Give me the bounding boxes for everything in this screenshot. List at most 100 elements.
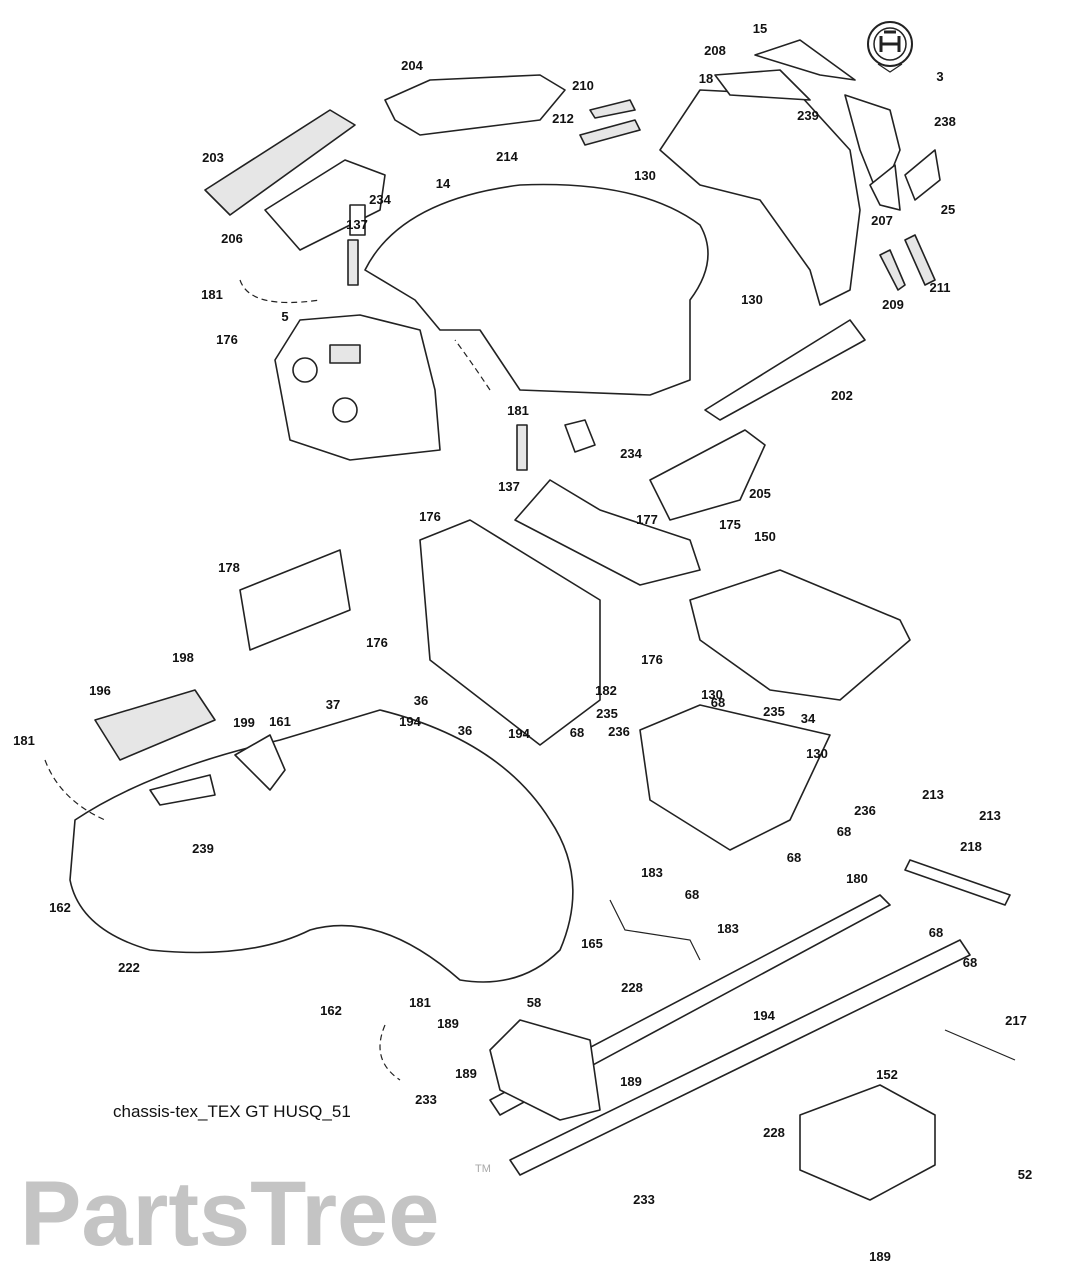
dash-panel-5 (274, 314, 441, 461)
battery-tray-152 (799, 1084, 936, 1201)
grille-210 (589, 99, 636, 119)
dash-knob (292, 357, 318, 383)
front-panel-182 (419, 519, 601, 746)
callout-161: 161 (269, 714, 291, 729)
trim-208 (714, 69, 811, 101)
callout-209: 209 (882, 297, 904, 312)
callout-218: 218 (960, 839, 982, 854)
callout-37: 37 (326, 697, 340, 712)
callout-130: 130 (741, 292, 763, 307)
pad-234 (349, 204, 366, 236)
callout-5: 5 (281, 309, 288, 324)
panel-161 (234, 734, 286, 791)
callout-68: 68 (570, 725, 584, 740)
panel-205 (649, 429, 766, 521)
dash-knob (332, 397, 358, 423)
callout-162: 162 (320, 1003, 342, 1018)
callout-36: 36 (414, 693, 428, 708)
lens-207 (869, 164, 901, 211)
callout-165: 165 (581, 936, 603, 951)
fender-37 (69, 709, 574, 983)
callout-130: 130 (806, 746, 828, 761)
callout-176: 176 (366, 635, 388, 650)
callout-176: 176 (216, 332, 238, 347)
callout-68: 68 (963, 955, 977, 970)
watermark-tm: TM (475, 1163, 491, 1175)
callout-194: 194 (399, 714, 421, 729)
bracket-175 (514, 479, 701, 586)
callout-202: 202 (831, 388, 853, 403)
callout-189: 189 (455, 1066, 477, 1081)
callout-239: 239 (797, 108, 819, 123)
hood-14 (364, 183, 709, 396)
callout-130: 130 (634, 168, 656, 183)
bracket-199 (149, 774, 216, 806)
grille-211 (904, 234, 936, 286)
callout-18: 18 (699, 71, 713, 86)
rod-165 (609, 899, 701, 961)
callout-189: 189 (437, 1016, 459, 1031)
husqvarna-logo (867, 21, 913, 73)
callout-212: 212 (552, 111, 574, 126)
callout-198: 198 (172, 650, 194, 665)
callout-183: 183 (717, 921, 739, 936)
callout-177: 177 (636, 512, 658, 527)
callout-189: 189 (869, 1249, 891, 1264)
callout-194: 194 (508, 726, 530, 741)
callout-233: 233 (415, 1092, 437, 1107)
callout-199: 199 (233, 715, 255, 730)
leader-dashed (239, 279, 321, 303)
grille-209 (879, 249, 906, 291)
callout-68: 68 (787, 850, 801, 865)
callout-181: 181 (507, 403, 529, 418)
callout-181: 181 (409, 995, 431, 1010)
callout-217: 217 (1005, 1013, 1027, 1028)
dash-display (329, 344, 361, 364)
callout-68: 68 (929, 925, 943, 940)
callout-162: 162 (49, 900, 71, 915)
frame-rail-180 (509, 939, 971, 1176)
leader-dashed (454, 339, 491, 391)
callout-236: 236 (608, 724, 630, 739)
callout-228: 228 (763, 1125, 785, 1140)
pad-234 (564, 419, 596, 453)
bracket-58 (489, 1019, 601, 1121)
callout-178: 178 (218, 560, 240, 575)
callout-181: 181 (13, 733, 35, 748)
callout-137: 137 (498, 479, 520, 494)
callout-182: 182 (595, 683, 617, 698)
callout-68: 68 (711, 695, 725, 710)
callout-206: 206 (221, 231, 243, 246)
callout-152: 152 (876, 1067, 898, 1082)
callout-176: 176 (641, 652, 663, 667)
bumper-202 (704, 319, 866, 421)
callout-180: 180 (846, 871, 868, 886)
callout-181: 181 (201, 287, 223, 302)
callout-239: 239 (192, 841, 214, 856)
bar-218 (904, 859, 1011, 906)
hood-top-204 (384, 74, 566, 136)
callout-15: 15 (753, 21, 767, 36)
callout-137: 137 (346, 217, 368, 232)
callout-68: 68 (837, 824, 851, 839)
callout-194: 194 (753, 1008, 775, 1023)
callout-150: 150 (754, 529, 776, 544)
cover-25 (904, 149, 941, 201)
bracket-206 (264, 159, 386, 251)
callout-58: 58 (527, 995, 541, 1010)
callout-235: 235 (763, 704, 785, 719)
callout-203: 203 (202, 150, 224, 165)
callout-189: 189 (620, 1074, 642, 1089)
leader-dashed (379, 1024, 401, 1081)
callout-14: 14 (436, 176, 451, 191)
callout-234: 234 (369, 192, 391, 207)
strip-137 (347, 239, 359, 286)
callout-228: 228 (621, 980, 643, 995)
callout-68: 68 (685, 887, 699, 902)
callout-236: 236 (854, 803, 876, 818)
diagram-caption: chassis-tex_TEX GT HUSQ_51 (113, 1102, 351, 1121)
leader-dashed (44, 759, 106, 821)
callout-130: 130 (701, 687, 723, 702)
callout-3: 3 (936, 69, 943, 84)
